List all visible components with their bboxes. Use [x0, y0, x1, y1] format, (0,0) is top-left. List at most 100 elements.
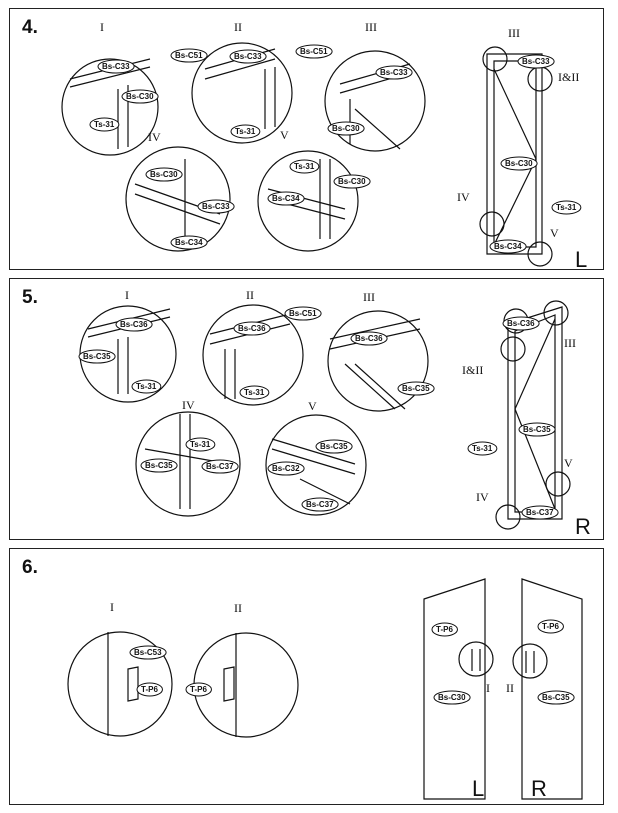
step-5-overview: III I&II V IV Bs-C36 Ts-31 Bs-C35 Bs-C37… [462, 316, 591, 539]
label-oval [170, 235, 208, 250]
part-label: Bs-C35 [320, 442, 348, 451]
step-5-part-labels: Bs-C36 Bs-C35 Ts-31 Bs-C36 Bs-C51 Ts-31 … [78, 306, 435, 512]
label-oval [284, 306, 322, 321]
detail-circle-iii [327, 310, 429, 412]
label-oval [201, 459, 239, 474]
part-label: Bs-C53 [134, 648, 162, 657]
label-oval [518, 422, 556, 437]
label-oval [197, 199, 235, 214]
part-label: Ts-31 [472, 444, 493, 453]
step-5-illustration: I II III IV V Bs-C36 Bs-C35 Ts-31 Bs-C36… [78, 288, 591, 539]
callout-label: IV [476, 490, 489, 504]
part-label: Bs-C30 [338, 177, 366, 186]
part-label: Ts-31 [136, 382, 157, 391]
part-label: Bs-C30 [332, 124, 360, 133]
part-label: Bs-C35 [542, 693, 570, 702]
label-oval [433, 690, 471, 705]
label-oval [233, 321, 271, 336]
label-oval [500, 156, 538, 171]
label-oval [170, 48, 208, 63]
label-oval [537, 690, 575, 705]
detail-label-ii: II [246, 288, 254, 302]
label-oval [289, 159, 320, 174]
part-label: Ts-31 [556, 203, 577, 212]
detail-circle-iv [125, 146, 231, 252]
label-oval [502, 316, 540, 331]
label-oval [551, 200, 582, 215]
label-oval [333, 174, 371, 189]
detail-label-ii: II [234, 20, 242, 34]
part-label: Bs-C36 [238, 324, 266, 333]
label-oval [115, 317, 153, 332]
step-4-part-labels: Bs-C33 Bs-C30 Ts-31 Bs-C51 Bs-C33 Ts-31 … [89, 44, 413, 250]
part-label: Bs-C34 [272, 194, 300, 203]
part-label: Bs-C35 [402, 384, 430, 393]
part-label: T-P6 [436, 625, 453, 634]
detail-label-i: I [100, 20, 104, 34]
part-label: Bs-C37 [526, 508, 554, 517]
callout-label: III [508, 26, 520, 40]
detail-label-iv: IV [182, 398, 195, 412]
part-label: Bs-C33 [202, 202, 230, 211]
detail-label-i: I [110, 600, 114, 614]
detail-circle-iii [324, 50, 426, 152]
step-number: 5. [22, 287, 38, 308]
detail-circle-ii [191, 42, 293, 144]
step-4-panel: 4. I II III IV V [9, 8, 604, 272]
detail-circle-i [61, 58, 159, 156]
part-label: Bs-C34 [175, 238, 203, 247]
detail-circle-v [257, 150, 359, 252]
label-oval [315, 439, 353, 454]
side-letter: R [531, 776, 547, 801]
part-label: Bs-C36 [507, 319, 535, 328]
part-label: Bs-C37 [306, 500, 334, 509]
part-label: T-P6 [542, 622, 559, 631]
step-6-panel: 6. I II Bs-C53 T-P6 T-P6 T-P6 Bs-C30 [9, 548, 604, 805]
part-label: Bs-C30 [505, 159, 533, 168]
label-oval [375, 65, 413, 80]
part-label: Bs-C30 [126, 92, 154, 101]
label-oval [121, 89, 159, 104]
step-number: 4. [22, 17, 38, 38]
step-5-panel: 5. I II III IV V [9, 278, 604, 540]
label-oval [521, 505, 559, 520]
step-6-illustration: I II Bs-C53 T-P6 T-P6 T-P6 Bs-C30 T-P6 B… [67, 578, 583, 801]
label-oval [89, 117, 120, 132]
part-label: Bs-C30 [438, 693, 466, 702]
callout-label: I [486, 681, 490, 695]
label-oval [295, 44, 333, 59]
label-oval [78, 349, 116, 364]
part-label: Bs-C51 [175, 51, 203, 60]
callout-label: IV [457, 190, 470, 204]
callout-label: I&II [462, 363, 483, 377]
step-4-overview: III I&II IV V Bs-C33 Bs-C30 Ts-31 Bs-C34… [457, 26, 587, 272]
side-letter: L [575, 247, 587, 272]
step-6-part-labels: Bs-C53 T-P6 T-P6 [129, 645, 212, 697]
label-oval [129, 645, 167, 660]
callout-label: III [564, 336, 576, 350]
part-label: Bs-C33 [102, 62, 130, 71]
label-oval [185, 437, 216, 452]
label-oval [397, 381, 435, 396]
part-label: Bs-C33 [380, 68, 408, 77]
part-label: Ts-31 [94, 120, 115, 129]
detail-label-ii: II [234, 601, 242, 615]
label-oval [239, 385, 270, 400]
detail-circle-iv [135, 411, 241, 517]
detail-label-i: I [125, 288, 129, 302]
part-label: Bs-C35 [83, 352, 111, 361]
step-number: 6. [22, 557, 38, 578]
label-oval [140, 458, 178, 473]
step-6-overview: T-P6 Bs-C30 T-P6 Bs-C35 I II L R [431, 619, 575, 801]
label-oval [327, 121, 365, 136]
part-label: Bs-C34 [494, 242, 522, 251]
label-oval [489, 239, 527, 254]
part-label: Bs-C36 [355, 334, 383, 343]
label-oval [131, 379, 162, 394]
label-oval [267, 191, 305, 206]
detail-label-iii: III [363, 290, 375, 304]
step-4-roman-labels: I II III IV V [100, 20, 377, 144]
detail-circle-ii [193, 632, 299, 738]
detail-circle-v [265, 414, 367, 516]
part-label: Bs-C35 [145, 461, 173, 470]
